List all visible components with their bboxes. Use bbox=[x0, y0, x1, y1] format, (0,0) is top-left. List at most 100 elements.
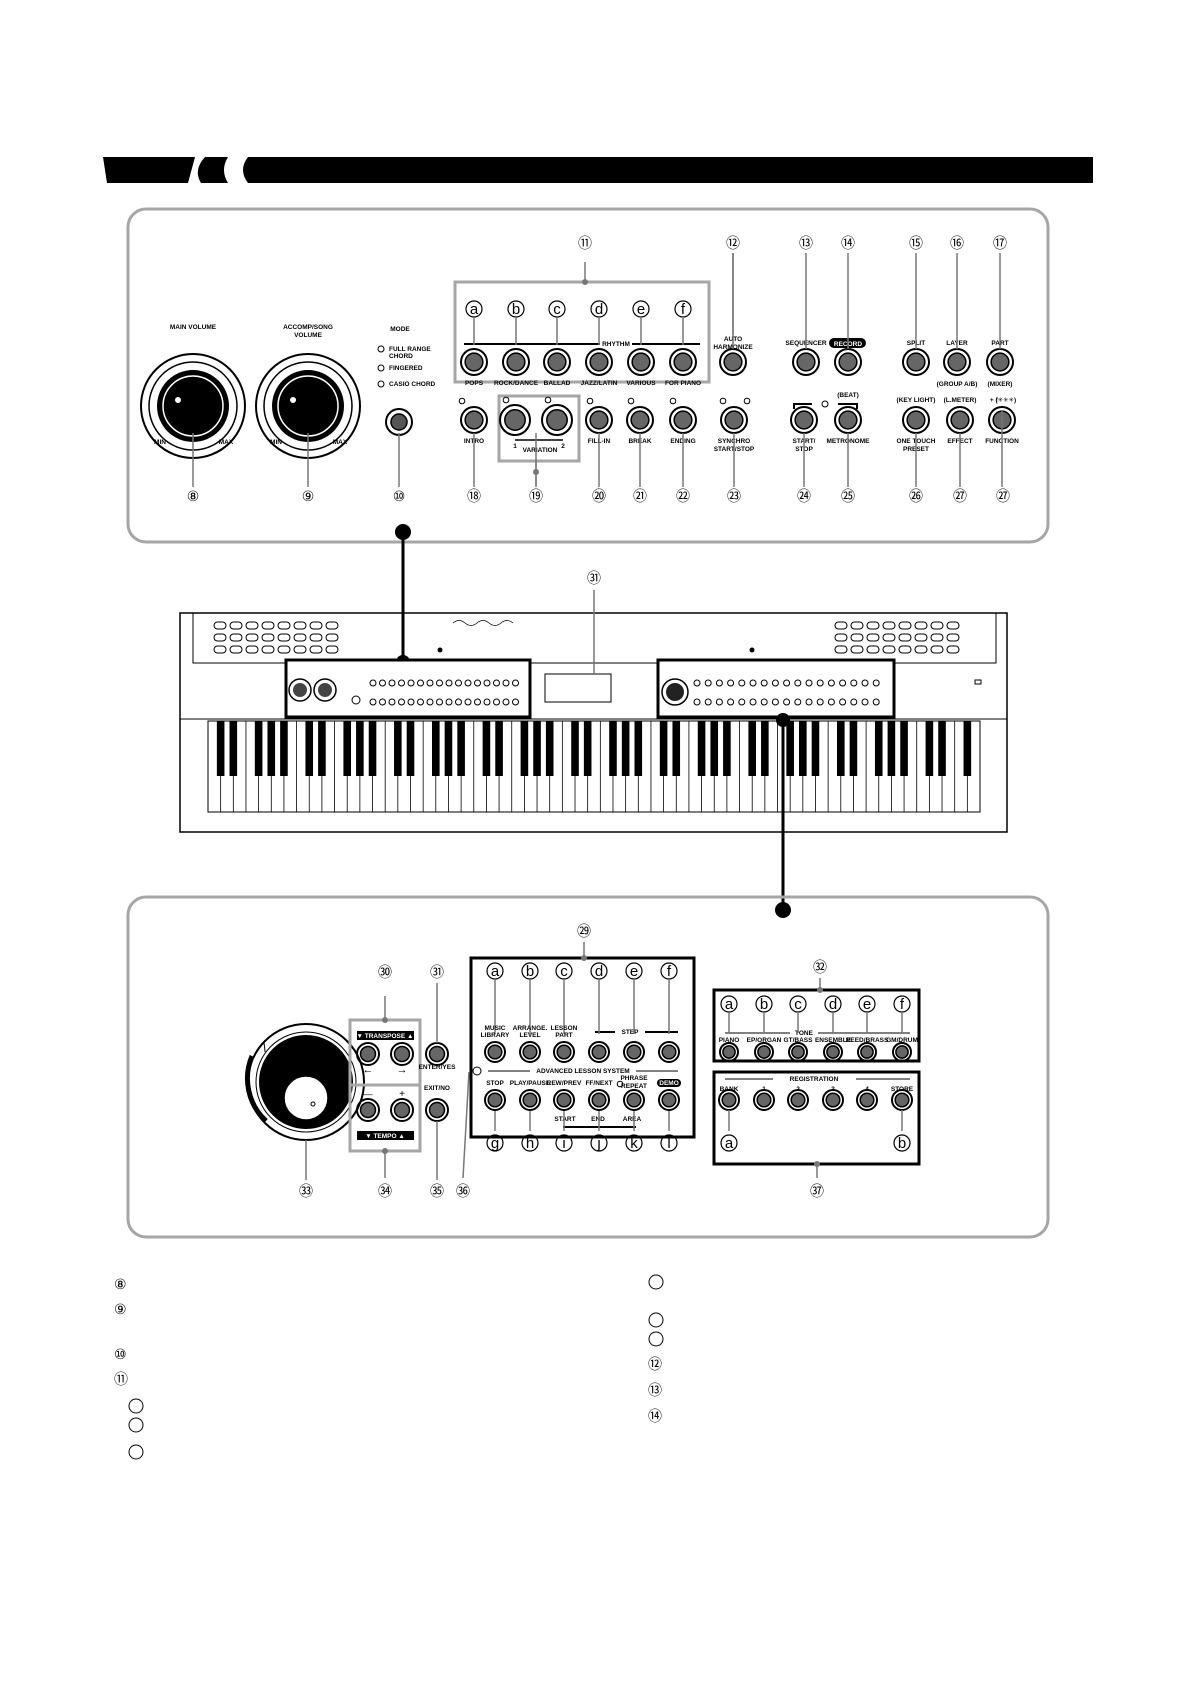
effect-button[interactable] bbox=[946, 406, 974, 434]
tempo-down-button[interactable] bbox=[356, 1098, 380, 1122]
registration-button-3[interactable] bbox=[822, 1089, 844, 1111]
callout-bottom-2: ㉛ bbox=[430, 964, 444, 980]
rhythm-button-2[interactable] bbox=[543, 348, 571, 376]
brand-logo bbox=[452, 620, 514, 626]
synchro-button[interactable] bbox=[720, 406, 748, 434]
lesson-button-top-1[interactable] bbox=[519, 1041, 541, 1063]
lesson-button-bottom-3[interactable] bbox=[588, 1089, 610, 1111]
black-key bbox=[697, 721, 706, 776]
speaker-hole bbox=[850, 633, 864, 642]
variation-1-button[interactable] bbox=[499, 404, 531, 436]
lesson-button-top-label-0-a: MUSIC bbox=[485, 1025, 506, 1032]
rhythm-button-5[interactable] bbox=[669, 348, 697, 376]
lesson-button-bottom-5[interactable] bbox=[658, 1089, 680, 1111]
lesson-button-top-4[interactable] bbox=[623, 1041, 645, 1063]
rhythm-button-0[interactable] bbox=[460, 348, 488, 376]
intro-button[interactable] bbox=[460, 406, 488, 434]
lesson-button-bottom-2[interactable] bbox=[553, 1089, 575, 1111]
callout-top-11: ⑲ bbox=[529, 488, 543, 504]
registration-button-5[interactable] bbox=[891, 1089, 913, 1111]
tone-button-3[interactable] bbox=[823, 1042, 843, 1062]
registration-button-1[interactable] bbox=[753, 1089, 775, 1111]
mode-button[interactable] bbox=[385, 408, 413, 436]
accomp-volume-min: MIN bbox=[270, 439, 282, 446]
exit-no-button[interactable] bbox=[425, 1098, 449, 1122]
registration-button-0[interactable] bbox=[718, 1089, 740, 1111]
lesson-button-top-0[interactable] bbox=[484, 1041, 506, 1063]
registration-button-4[interactable] bbox=[856, 1089, 878, 1111]
lesson-button-bottom-label-2-a: REW/PREV bbox=[547, 1080, 582, 1087]
ending-button[interactable] bbox=[669, 406, 697, 434]
rhythm-button-1[interactable] bbox=[502, 348, 530, 376]
registration-button-2[interactable] bbox=[787, 1089, 809, 1111]
black-key bbox=[659, 721, 668, 776]
rhythm-button-3[interactable] bbox=[585, 348, 613, 376]
black-key bbox=[874, 721, 883, 776]
black-key bbox=[811, 721, 820, 776]
auto-harmonize-button[interactable] bbox=[719, 348, 747, 376]
lesson-button-top-3[interactable] bbox=[588, 1041, 610, 1063]
lesson-button-top-5[interactable] bbox=[658, 1041, 680, 1063]
rhythm-letter-2: c bbox=[553, 301, 561, 318]
black-key bbox=[925, 721, 934, 776]
callout-top-5: ⑬ bbox=[799, 235, 813, 251]
tone-button-0[interactable] bbox=[719, 1042, 739, 1062]
lesson-letter-top-0: a bbox=[491, 963, 500, 980]
tone-letter-3: d bbox=[829, 996, 837, 1013]
rhythm-button-4[interactable] bbox=[627, 348, 655, 376]
lesson-button-bottom-label-1-a: PLAY/PAUSE bbox=[510, 1080, 551, 1087]
speaker-hole bbox=[882, 645, 896, 654]
function-top-label: + (✳✳✳) bbox=[990, 397, 1016, 404]
tone-button-2[interactable] bbox=[788, 1042, 808, 1062]
footnote-14: ⑭ bbox=[648, 1408, 662, 1424]
speaker-hole bbox=[866, 633, 880, 642]
tone-letter-5: f bbox=[900, 996, 905, 1013]
tone-button-label-5: GM/DRUM bbox=[886, 1037, 918, 1044]
one-touch-preset-button[interactable] bbox=[902, 406, 930, 434]
bottom-buttons: aMUSICLIBRARYSTOPgbARRANGE.LEVELPLAY/PAU… bbox=[356, 962, 918, 1152]
split-button[interactable] bbox=[902, 348, 930, 376]
tone-button-5[interactable] bbox=[892, 1042, 912, 1062]
mini-controls bbox=[288, 678, 880, 706]
lesson-button-bottom-1[interactable] bbox=[519, 1089, 541, 1111]
speaker-hole bbox=[261, 645, 275, 654]
black-key bbox=[280, 721, 288, 776]
tempo-up-button[interactable] bbox=[390, 1098, 414, 1122]
tone-button-label-2: GT/BASS bbox=[784, 1037, 814, 1044]
metronome-button[interactable] bbox=[834, 406, 862, 434]
dial[interactable] bbox=[244, 1023, 365, 1141]
start-stop-button[interactable] bbox=[790, 406, 818, 434]
top-led-5 bbox=[669, 397, 677, 405]
black-key bbox=[482, 721, 491, 776]
variation-2-button[interactable] bbox=[541, 404, 573, 436]
speaker-hole bbox=[277, 645, 291, 654]
callout-top-8: ⑯ bbox=[950, 235, 964, 251]
tone-button-1[interactable] bbox=[754, 1042, 774, 1062]
black-key bbox=[444, 721, 453, 776]
lesson-button-top-2[interactable] bbox=[553, 1041, 575, 1063]
area-label: AREA bbox=[623, 1116, 642, 1123]
lesson-button-bottom-0[interactable] bbox=[484, 1089, 506, 1111]
callout-bottom-3: ㉜ bbox=[813, 959, 827, 975]
top-led-3 bbox=[586, 397, 594, 405]
top-led-0 bbox=[458, 397, 466, 405]
tone-button-4[interactable] bbox=[857, 1042, 877, 1062]
layer-button[interactable] bbox=[943, 348, 971, 376]
accomp-volume-knob[interactable] bbox=[255, 353, 361, 459]
break-button[interactable] bbox=[626, 406, 654, 434]
transpose-down-button[interactable] bbox=[356, 1042, 380, 1066]
enter-yes-button[interactable] bbox=[425, 1042, 449, 1066]
part-button[interactable] bbox=[986, 348, 1014, 376]
black-key bbox=[761, 721, 769, 776]
record-button[interactable] bbox=[834, 348, 862, 376]
black-key bbox=[318, 721, 326, 776]
callout-bottom-7: ㊱ bbox=[456, 1183, 470, 1199]
lesson-button-bottom-4[interactable] bbox=[623, 1089, 645, 1111]
function-up-icon: ↑ bbox=[995, 394, 1000, 404]
callout-top-16: ㉔ bbox=[797, 488, 811, 504]
rhythm-letter-3: d bbox=[595, 301, 603, 318]
sequencer-button[interactable] bbox=[792, 348, 820, 376]
tone-letter-4: e bbox=[863, 996, 871, 1013]
fill-in-button[interactable] bbox=[585, 406, 613, 434]
transpose-up-button[interactable] bbox=[390, 1042, 414, 1066]
